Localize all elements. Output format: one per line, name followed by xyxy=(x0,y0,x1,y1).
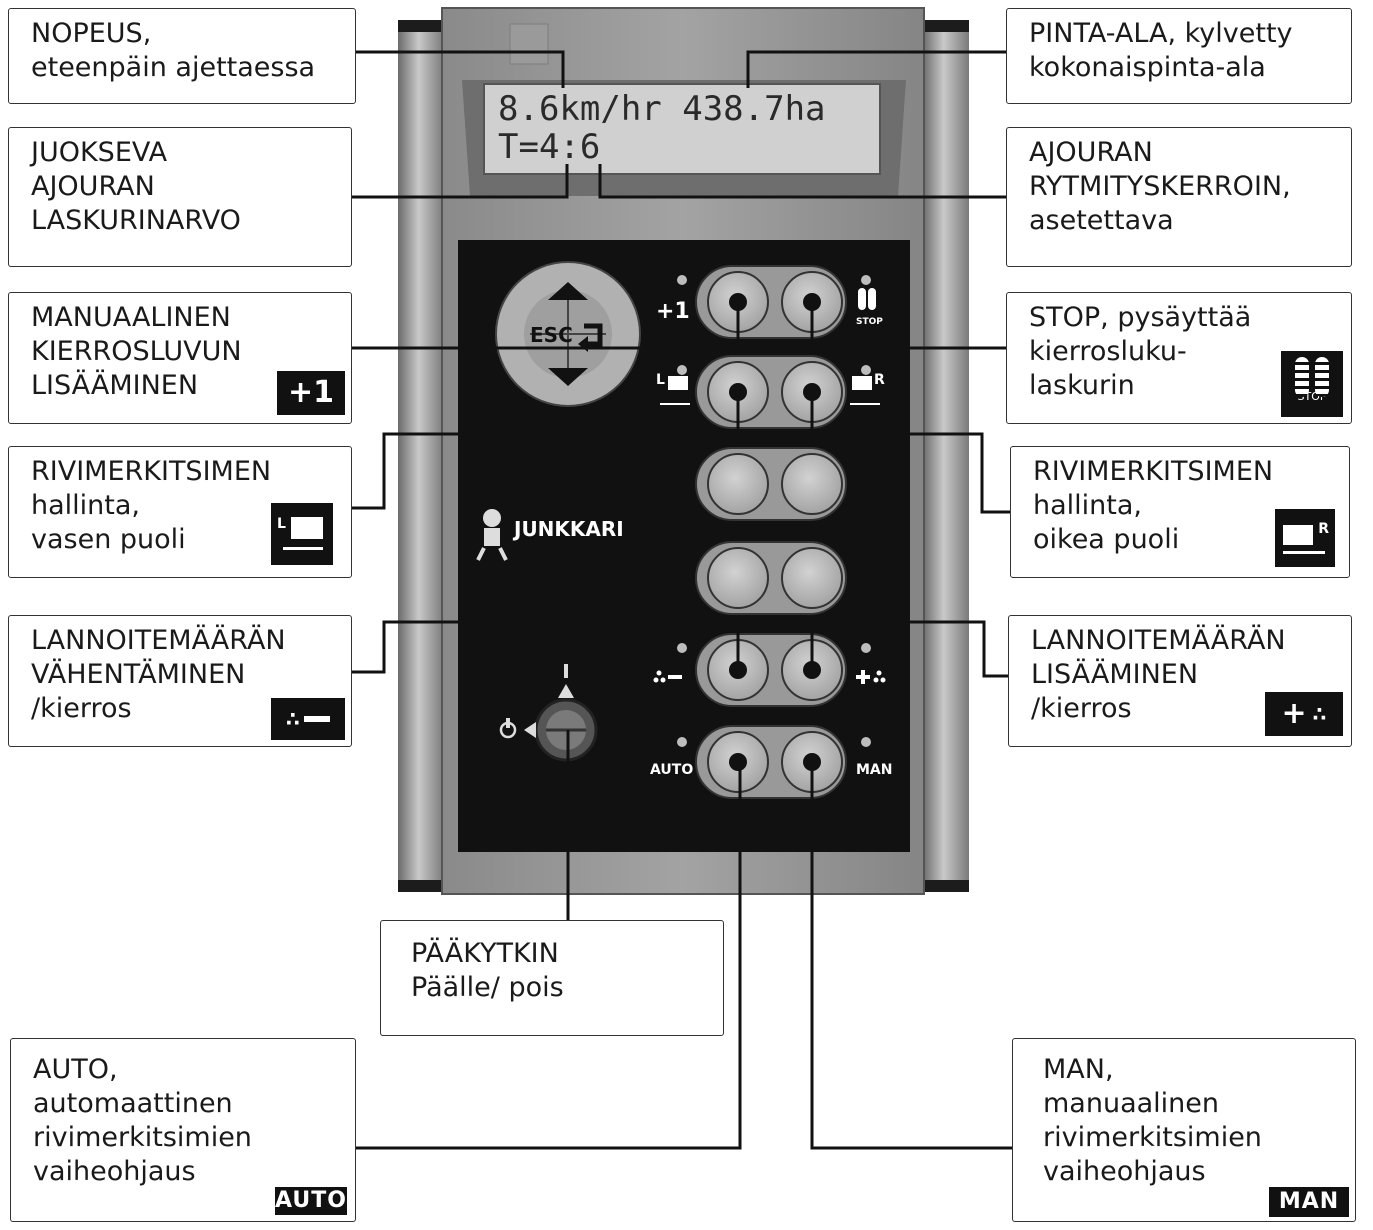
callout-stop: STOP, pysäyttää kierrosluku- laskurin ST… xyxy=(1006,292,1352,424)
arrow-up-icon xyxy=(548,282,588,300)
enter-icon xyxy=(584,323,603,347)
leader-right-marker xyxy=(810,394,1010,514)
granules-icon: ∴ xyxy=(286,707,300,731)
spare-button-3[interactable] xyxy=(707,547,769,609)
switch-on-arrow-icon xyxy=(558,684,574,698)
svg-text:L: L xyxy=(656,372,665,388)
marker-icon xyxy=(1283,525,1313,545)
man-key-label: MAN xyxy=(856,762,892,778)
callout-pinta-ala: PINTA-ALA, kylvetty kokonaispinta-ala xyxy=(1006,8,1352,104)
junkkari-logo: JUNKKARI xyxy=(476,509,624,561)
callout-paakytkin: PÄÄKYTKIN Päälle/ pois xyxy=(380,920,724,1036)
minus-icon xyxy=(303,716,330,722)
led-indicators xyxy=(677,275,871,747)
main-switch[interactable] xyxy=(499,664,598,762)
lcd-display xyxy=(483,83,881,175)
leader-man xyxy=(810,764,1012,1150)
spare-button-4[interactable] xyxy=(781,547,843,609)
fertilizer-minus-badge: ∴ xyxy=(271,698,345,740)
leader-juokseva xyxy=(350,164,569,199)
leader-left-marker xyxy=(352,394,740,510)
granules-icon: ∴ xyxy=(1312,702,1327,726)
leader-stop xyxy=(810,304,1006,350)
callout-manuaalinen: MANUAALINEN KIERROSLUVUN LISÄÄMINEN +1 xyxy=(8,292,352,424)
left-marker-badge: L xyxy=(271,503,333,565)
leader-auto xyxy=(356,764,742,1150)
leader-fertilizer-plus xyxy=(810,620,1008,678)
stop-badge: STOP xyxy=(1281,351,1343,417)
callout-rivimerkitsin-vasen: RIVIMERKITSIMEN hallinta, vasen puoli L xyxy=(8,446,352,578)
left-rail xyxy=(398,20,444,892)
right-marker-badge-letter: R xyxy=(1318,521,1329,537)
callout-nopeus: NOPEUS, eteenpäin ajettaessa xyxy=(8,8,356,104)
button-row-2 xyxy=(695,355,847,429)
left-marker-badge-letter: L xyxy=(277,516,286,532)
callout-juokseva: JUOKSEVA AJOURAN LASKURINARVO xyxy=(8,127,352,267)
left-marker-key-icon: L xyxy=(656,372,690,405)
svg-text:STOP: STOP xyxy=(856,317,883,327)
button-row-4 xyxy=(695,541,847,615)
callout-rivimerkitsin-oikea: RIVIMERKITSIMEN hallinta, oikea puoli R xyxy=(1010,446,1350,578)
spare-button-1[interactable] xyxy=(707,453,769,515)
right-marker-badge: R xyxy=(1275,509,1335,567)
fertilizer-plus-badge: + ∴ xyxy=(1265,692,1343,736)
esc-key[interactable]: ESC xyxy=(530,323,573,347)
fertilizer-minus-key-icon xyxy=(653,670,682,683)
callout-auto: AUTO, automaattinen rivimerkitsimien vai… xyxy=(10,1038,356,1222)
callout-lannoite-lisaaminen: LANNOITEMÄÄRÄN LISÄÄMINEN /kierros + ∴ xyxy=(1008,615,1352,747)
button-row-3 xyxy=(695,447,847,521)
callout-lannoite-vahentaminen: LANNOITEMÄÄRÄN VÄHENTÄMINEN /kierros ∴ xyxy=(8,615,352,747)
wheat-icon xyxy=(1315,357,1329,397)
fertilizer-plus-key-icon xyxy=(856,670,886,684)
lcd-line-2: T=4:6 xyxy=(498,127,600,167)
nav-pad[interactable]: ESC xyxy=(495,261,641,407)
auto-key-label: AUTO xyxy=(650,762,693,778)
leader-nopeus xyxy=(355,50,565,88)
right-marker-key-icon: R xyxy=(850,372,885,405)
plus-one-key-label: +1 xyxy=(656,299,690,324)
callout-man: MAN, manuaalinen rivimerkitsimien vaiheo… xyxy=(1012,1038,1356,1222)
leader-fertilizer-minus xyxy=(352,620,740,674)
arrow-down-icon xyxy=(548,368,588,386)
marker-icon xyxy=(291,517,323,539)
svg-text:R: R xyxy=(874,372,885,388)
spare-button-2[interactable] xyxy=(781,453,843,515)
button-row-5 xyxy=(695,633,847,707)
switch-off-arrow-icon xyxy=(524,722,536,738)
stop-key-icon: STOP xyxy=(856,288,883,327)
plus-one-badge: +1 xyxy=(277,371,345,415)
callout-ajouran-rytmitys: AJOURAN RYTMITYSKERROIN, asetettava xyxy=(1006,127,1352,267)
button-row-1 xyxy=(695,265,847,339)
brand-name: JUNKKARI xyxy=(512,517,624,541)
right-rail xyxy=(923,20,969,892)
leader-ajouran xyxy=(598,164,1006,199)
man-badge: MAN xyxy=(1269,1187,1349,1217)
auto-badge: AUTO xyxy=(275,1187,347,1215)
leader-pinta-ala xyxy=(746,50,1006,88)
wheat-icon xyxy=(1295,357,1309,397)
lcd-line-1: 8.6km/hr 438.7ha xyxy=(498,89,826,129)
button-row-6 xyxy=(695,725,847,799)
plus-icon: + xyxy=(1281,696,1307,731)
leader-manuaalinen xyxy=(352,304,740,350)
